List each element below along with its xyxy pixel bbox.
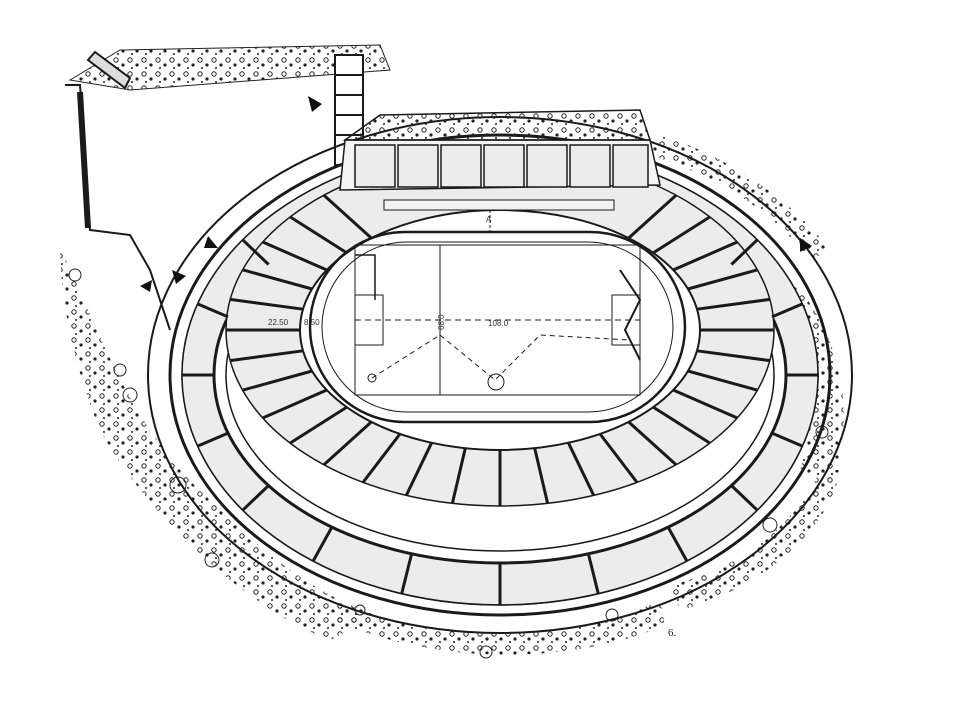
seating-bay-divider: [450, 447, 467, 504]
seating-bay-divider: [771, 431, 803, 448]
seating-bay-divider: [672, 388, 738, 420]
dim-field-width: 68.0: [437, 314, 446, 330]
figure-number: 6.: [668, 627, 677, 639]
seating-bay-divider: [197, 302, 229, 319]
entrance-markers: [140, 96, 812, 292]
seating-bay-divider: [289, 405, 348, 445]
seating-bay-divider: [289, 215, 348, 255]
seating-bay-divider: [400, 553, 414, 595]
seating-bay-divider: [241, 484, 270, 512]
seating-bay-divider: [586, 553, 600, 595]
football-pitch: [354, 199, 642, 396]
dim-field-length: 108.0: [488, 319, 509, 328]
entrance-arrow-north: [308, 96, 322, 112]
entrance-arrow-west-upper: [204, 236, 218, 248]
seating-bay-divider: [666, 526, 689, 562]
dim-inner-gap: 8.50: [304, 318, 320, 327]
seating-bay-divider: [262, 240, 328, 272]
seating-bay-divider: [696, 297, 771, 311]
seating-bay-divider: [229, 349, 304, 363]
seating-bay-divider: [652, 405, 711, 445]
seating-bay-divider: [361, 432, 402, 484]
axis-mark: A: [486, 215, 492, 224]
seating-bay-divider: [687, 369, 758, 392]
landscaping: [60, 44, 844, 659]
entrance-arrow-west-lower: [140, 280, 152, 292]
seating-bay-divider: [598, 432, 639, 484]
seating-bay-divider: [241, 238, 270, 266]
seating-bay-divider: [627, 420, 678, 466]
seating-bay-divider: [242, 369, 313, 392]
seating-bay-divider: [404, 442, 433, 497]
seating-bay-divider: [567, 442, 596, 497]
entrance-arrow-east: [800, 238, 812, 252]
seating-bay-divider: [242, 268, 313, 291]
seating-bay-dividers: [182, 194, 818, 605]
seating-bay-divider: [730, 238, 759, 266]
seating-bay-divider: [771, 302, 803, 319]
seating-bay-divider: [687, 268, 758, 291]
seating-bay-divider: [322, 420, 373, 466]
dim-stand-depth: 22.50: [268, 318, 289, 327]
dimension-annotations: 108.0 22.50 8.50 68.0 A 6.: [268, 215, 677, 639]
seating-bay-divider: [533, 447, 550, 504]
seating-bay-divider: [197, 431, 229, 448]
seating-bay-divider: [672, 240, 738, 272]
seating-bay-divider: [262, 388, 328, 420]
seating-bay-divider: [322, 194, 373, 240]
seating-bay-divider: [229, 297, 304, 311]
seating-bay-divider: [311, 526, 334, 562]
seating-bay-divider: [730, 484, 759, 512]
seating-bay-divider: [696, 349, 771, 363]
north-grandstand: [339, 109, 661, 191]
track-surround: [298, 209, 702, 451]
running-track: [308, 230, 687, 424]
seating-bay-divider: [627, 194, 678, 240]
seating-bay-divider: [652, 215, 711, 255]
entrance-arrow-south: [172, 270, 186, 284]
